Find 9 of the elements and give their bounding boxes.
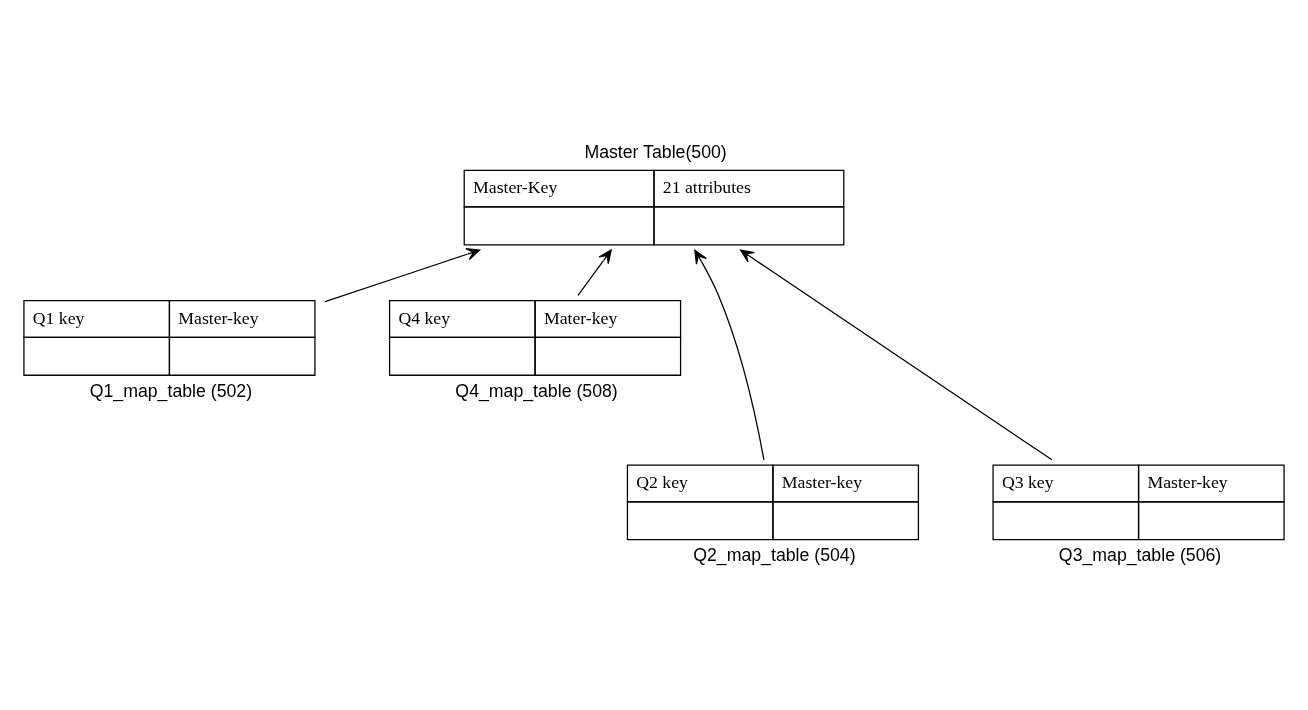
arrow (740, 249, 1053, 461)
arrow (577, 249, 612, 296)
node-label: Q2_map_table (504) (693, 545, 856, 566)
node-label: Master Table(500) (584, 141, 727, 162)
arrow (694, 249, 765, 461)
node-label: Q3_map_table (506) (1058, 545, 1222, 566)
node-label: Q1_map_table (502) (89, 381, 253, 401)
arrow (324, 248, 481, 303)
node-label: Q4_map_table (508) (455, 381, 618, 401)
